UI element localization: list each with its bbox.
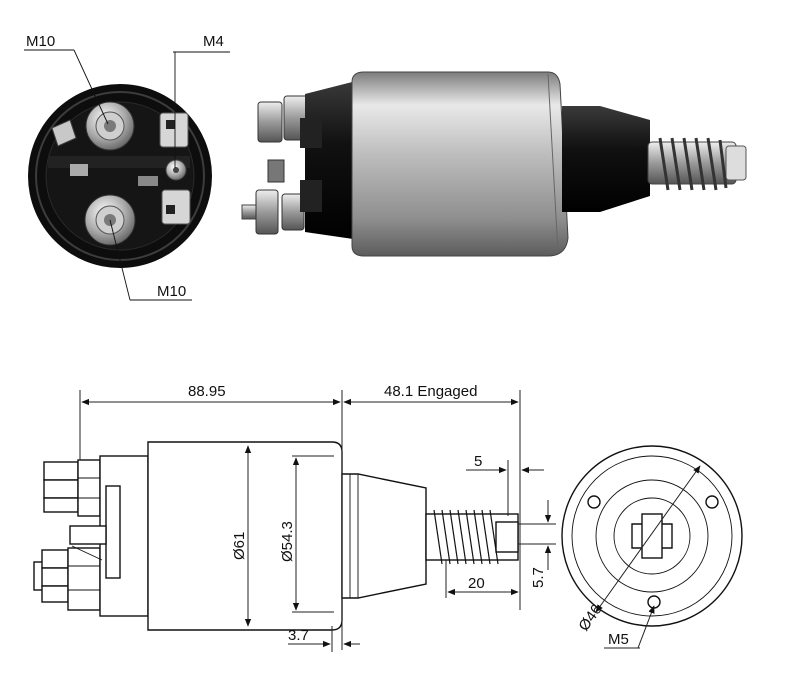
photo-top-nut: [257, 101, 283, 143]
drawing-front-view: Ø46 M5: [561, 445, 743, 649]
dim-flange-thickness-text: 3.7: [288, 627, 309, 644]
dim-mount-thread-text: M5: [608, 631, 629, 648]
dim-plunger-slot-text: 5.7: [530, 567, 547, 588]
dim-plunger-length-text: 20: [468, 575, 485, 592]
photo-callouts: M10 M4 M10: [24, 33, 230, 301]
front-hole-2: [705, 495, 719, 509]
dim-body-diameter: Ø61: [231, 445, 252, 627]
drawing-nose-cone: [341, 473, 427, 599]
photo-end-view: [28, 84, 212, 268]
dim-plunger-offset-text: 5: [474, 453, 482, 470]
front-hole-1: [587, 495, 601, 509]
dim-inner-diameter: Ø54.3: [279, 455, 334, 613]
dim-overall-length: 88.95: [79, 383, 343, 650]
dim-plunger-offset: 5: [466, 453, 544, 516]
dim-plunger-slot: 5.7: [518, 500, 556, 588]
photo-rubber-boot: [562, 106, 650, 212]
terminal-plate-top: [159, 112, 189, 148]
dim-engaged-stroke: 48.1 Engaged: [343, 383, 521, 610]
dim-inner-diameter-text: Ø54.3: [279, 521, 296, 562]
dim-flange-thickness: 3.7: [288, 626, 360, 652]
drawing-terminal-upper: [43, 459, 101, 517]
label-m4: M4: [203, 33, 224, 50]
dim-body-diameter-text: Ø61: [231, 532, 248, 560]
ground-tab: [51, 119, 77, 147]
photo-bottom-nut: [255, 189, 279, 235]
terminal-plate-bottom: [161, 189, 191, 225]
label-m10-top: M10: [26, 33, 55, 50]
drawing-side-view: 88.95 48.1 Engaged Ø61 Ø54.3 3.7 5: [33, 383, 556, 652]
label-m10-bottom: M10: [157, 283, 186, 300]
dim-overall-length-text: 88.95: [188, 383, 226, 400]
photo-body-can: [351, 71, 569, 257]
drawing-spring: [433, 509, 499, 565]
dim-engaged-stroke-text: 48.1 Engaged: [384, 383, 477, 400]
photo-side-view: [241, 71, 747, 257]
photo-spring: [658, 137, 728, 191]
drawing-terminal-lower: [33, 547, 101, 611]
dim-plunger-length: 20: [445, 560, 519, 598]
